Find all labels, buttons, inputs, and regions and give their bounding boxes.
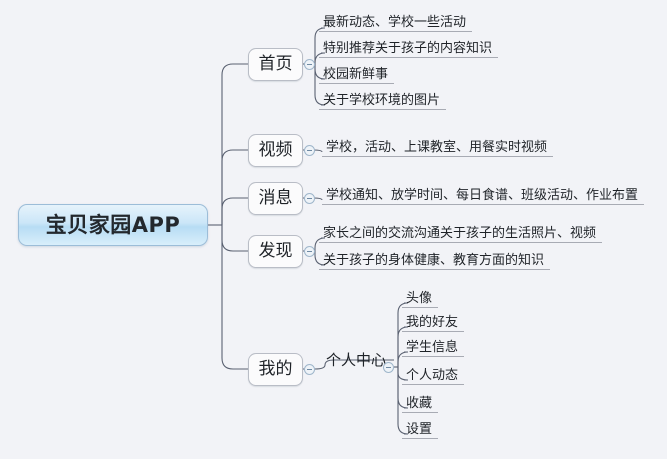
leaf-node-label: 我的好友 [406,315,459,330]
leaf-node[interactable]: 特别推荐关于孩子的内容知识 [319,36,499,58]
leaf-node[interactable]: 家长之间的交流沟通关于孩子的生活照片、视频 [319,221,603,243]
leaf-node[interactable]: 头像 [402,286,439,308]
leaf-node-label: 个人动态 [406,368,459,383]
minus-circle-icon[interactable] [304,59,315,70]
leaf-node[interactable]: 最新动态、学校一些活动 [319,10,473,32]
leaf-node[interactable]: 学校通知、放学时间、每日食谱、班级活动、作业布置 [322,183,645,205]
leaf-node-label: 校园新鲜事 [323,67,389,82]
leaf-node-label: 学生信息 [406,340,459,355]
branch-node-discover-label: 发现 [258,241,293,261]
branch-node-mine[interactable]: 我的 [248,353,303,386]
minus-circle-icon[interactable] [383,362,394,373]
minus-circle-icon[interactable] [304,145,315,156]
leaf-node[interactable]: 校园新鲜事 [319,62,395,84]
branch-node-video-label: 视频 [258,140,293,160]
leaf-node[interactable]: 个人动态 [402,363,465,385]
leaf-node-label: 关于学校环境的图片 [323,93,441,108]
leaf-node[interactable]: 设置 [402,417,439,439]
leaf-node[interactable]: 学生信息 [402,335,465,357]
branch-node-video[interactable]: 视频 [248,134,303,167]
leaf-node[interactable]: 关于学校环境的图片 [319,88,447,110]
leaf-node[interactable]: 我的好友 [402,310,465,332]
leaf-node-label: 学校通知、放学时间、每日食谱、班级活动、作业布置 [326,188,639,203]
root-node[interactable]: 宝贝家园APP [18,204,208,246]
branch-node-message[interactable]: 消息 [248,182,303,215]
leaf-node-label: 关于孩子的身体健康、教育方面的知识 [323,253,545,268]
root-node-label: 宝贝家园APP [45,212,181,237]
leaf-node-label: 最新动态、学校一些活动 [323,15,467,30]
leaf-node-label: 学校，活动、上课教室、用餐实时视频 [326,140,548,155]
branch-node-discover[interactable]: 发现 [248,235,303,268]
minus-circle-icon[interactable] [304,246,315,257]
leaf-node[interactable]: 学校，活动、上课教室、用餐实时视频 [322,135,554,157]
node-personal-center[interactable]: 个人中心 [326,349,386,371]
leaf-node-label: 特别推荐关于孩子的内容知识 [323,41,493,56]
leaf-node-label: 头像 [406,291,433,306]
branch-node-mine-label: 我的 [258,359,293,379]
leaf-node-label: 设置 [406,422,433,437]
leaf-node-label: 收藏 [406,396,433,411]
node-personal-center-label: 个人中心 [326,350,387,369]
leaf-node[interactable]: 收藏 [402,391,439,413]
minus-circle-icon[interactable] [304,193,315,204]
minus-circle-icon[interactable] [304,364,315,375]
branch-node-home[interactable]: 首页 [248,48,303,81]
leaf-node-label: 家长之间的交流沟通关于孩子的生活照片、视频 [323,226,597,241]
branch-node-message-label: 消息 [258,188,293,208]
leaf-node[interactable]: 关于孩子的身体健康、教育方面的知识 [319,248,551,270]
branch-node-home-label: 首页 [258,54,293,74]
